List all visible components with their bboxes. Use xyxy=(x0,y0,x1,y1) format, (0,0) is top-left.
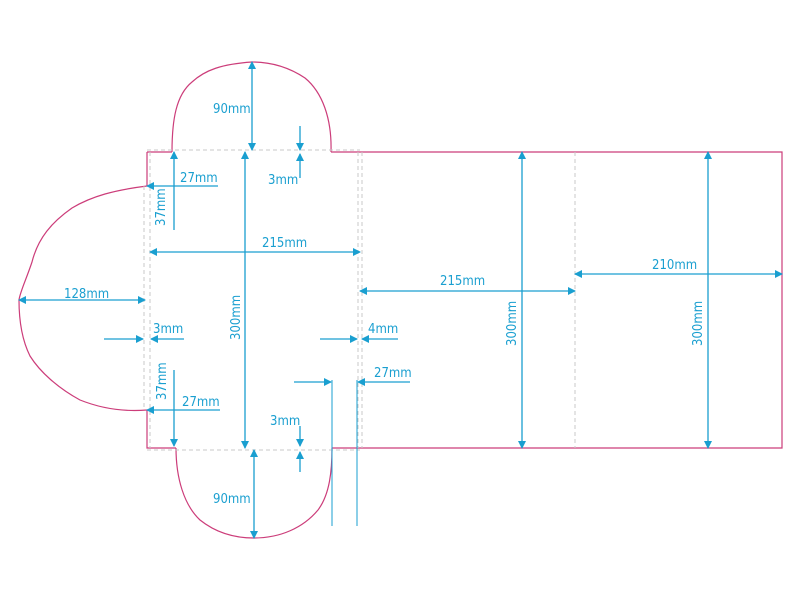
label-bottom-flap: 90mm xyxy=(213,492,251,507)
label-inner-gap: 4mm xyxy=(368,322,398,337)
fold-lines xyxy=(143,149,576,451)
label-middle-width: 215mm xyxy=(440,274,485,289)
label-left-tab-upper-height: 37mm xyxy=(154,188,169,226)
label-top-flap: 90mm xyxy=(213,102,251,117)
label-left-flap: 128mm xyxy=(64,287,109,302)
label-left-tab-upper: 27mm xyxy=(180,171,218,186)
dimension-labels: 90mm 3mm 27mm 37mm 215mm 300mm 128mm 3mm… xyxy=(64,102,706,507)
label-middle-height: 300mm xyxy=(505,301,520,346)
label-left-tab-lower: 27mm xyxy=(182,395,220,410)
label-right-width: 210mm xyxy=(652,258,697,273)
label-bottom-bleed: 3mm xyxy=(270,414,300,429)
label-right-height: 300mm xyxy=(691,301,706,346)
label-front-width: 215mm xyxy=(262,236,307,251)
panel-outline xyxy=(146,151,783,449)
dimension-arrows xyxy=(18,61,783,539)
label-front-height: 300mm xyxy=(229,295,244,340)
label-left-bleed: 3mm xyxy=(153,322,183,337)
label-left-tab-lower-height: 37mm xyxy=(155,362,170,400)
reference-lines xyxy=(331,380,358,526)
label-top-bleed: 3mm xyxy=(268,173,298,188)
label-right-tab: 27mm xyxy=(374,366,412,381)
